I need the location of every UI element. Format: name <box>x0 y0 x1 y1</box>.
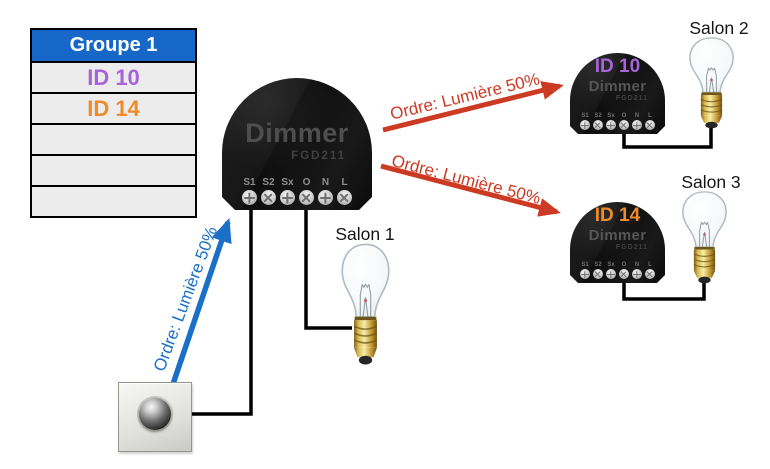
dimmer-brand-label: Dimmer <box>588 77 647 95</box>
terminal-o: O <box>299 177 315 205</box>
terminal-label: S1 <box>243 177 256 188</box>
terminal-o: O <box>619 262 630 279</box>
terminal-label: N <box>634 113 640 119</box>
terminal-label: N <box>321 177 330 188</box>
screw-terminal-icon <box>318 190 333 205</box>
light-bulb-icon <box>688 36 735 130</box>
group-table-row-id10: ID 10 <box>32 61 195 92</box>
terminal-block: S1 S2 Sx O N L <box>222 177 372 205</box>
terminal-label: Sx <box>281 177 294 188</box>
terminal-s1: S1 <box>580 262 591 279</box>
salon-1-label: Salon 1 <box>335 224 395 244</box>
terminal-label: Sx <box>607 113 615 119</box>
module-id-label: ID 10 <box>594 56 641 77</box>
terminal-sx: Sx <box>280 177 296 205</box>
screw-terminal-icon <box>617 267 631 281</box>
terminal-s2: S2 <box>593 113 604 130</box>
command-arrow-main-to-salon3 <box>380 163 561 217</box>
terminal-s2: S2 <box>261 177 277 205</box>
wire-switch-to-main-dimmer <box>192 200 253 416</box>
terminal-s1: S1 <box>580 113 591 130</box>
screw-terminal-icon <box>580 120 590 130</box>
terminal-n: N <box>632 113 643 130</box>
command-arrow-main-to-salon2 <box>382 81 564 133</box>
terminal-sx: Sx <box>606 262 617 279</box>
wire-salon2-dimmer-to-bulb <box>622 126 713 149</box>
terminal-n: N <box>632 262 643 279</box>
screw-terminal-icon <box>632 120 642 130</box>
terminal-l: L <box>645 113 656 130</box>
terminal-label: O <box>621 262 627 268</box>
wire-salon3-dimmer-to-bulb <box>622 275 706 301</box>
terminal-label: S2 <box>262 177 275 188</box>
terminal-label: Sx <box>607 262 615 268</box>
group-table: Groupe 1 ID 10 ID 14 <box>30 28 197 218</box>
terminal-o: O <box>619 113 630 130</box>
salon-3-label: Salon 3 <box>681 172 741 192</box>
terminal-block: S1 S2 Sx O N L <box>570 113 665 130</box>
group-table-row-id14: ID 14 <box>32 92 195 123</box>
terminal-label: S2 <box>594 113 602 119</box>
screw-terminal-icon <box>632 269 642 279</box>
dimmer-module-salon3: ID 14 Dimmer FGD211 S1 S2 Sx O N L <box>570 202 665 283</box>
screw-terminal-icon <box>296 187 317 208</box>
screw-terminal-icon <box>580 269 590 279</box>
screw-terminal-icon <box>334 187 355 208</box>
light-bulb-icon <box>681 190 728 285</box>
terminal-label: S1 <box>581 262 589 268</box>
screw-terminal-icon <box>258 187 279 208</box>
terminal-block: S1 S2 Sx O N L <box>570 262 665 279</box>
wire-main-dimmer-to-salon1-bulb <box>304 200 352 330</box>
screw-terminal-icon <box>606 120 616 130</box>
module-id-label: ID 14 <box>594 205 641 226</box>
screw-terminal-icon <box>591 118 605 132</box>
group-table-row-empty <box>32 185 195 216</box>
terminal-label: O <box>621 113 627 119</box>
terminal-label: S1 <box>581 113 589 119</box>
terminal-n: N <box>318 177 334 205</box>
terminal-l: L <box>337 177 353 205</box>
screw-terminal-icon <box>643 118 657 132</box>
group-table-row-empty <box>32 154 195 185</box>
light-bulb-icon <box>340 243 391 366</box>
terminal-label: S2 <box>594 262 602 268</box>
screw-terminal-icon <box>643 267 657 281</box>
terminal-s1: S1 <box>242 177 258 205</box>
switch-button <box>139 398 171 431</box>
screw-terminal-icon <box>606 269 616 279</box>
dimmer-brand-label: Dimmer <box>588 226 647 244</box>
dimmer-model-label: FGD211 <box>615 243 648 251</box>
dimmer-brand-label: Dimmer <box>245 118 349 148</box>
terminal-label: O <box>302 177 311 188</box>
screw-terminal-icon <box>280 190 295 205</box>
dimmer-module-main: Dimmer FGD211 S1 S2 Sx O N L <box>222 78 372 210</box>
wall-switch <box>118 382 192 452</box>
group-table-header: Groupe 1 <box>32 30 195 61</box>
terminal-l: L <box>645 262 656 279</box>
screw-terminal-icon <box>242 190 257 205</box>
screw-terminal-icon <box>591 267 605 281</box>
terminal-label: L <box>648 113 652 119</box>
dimmer-module-salon2: ID 10 Dimmer FGD211 S1 S2 Sx O N L <box>570 53 665 134</box>
salon-2-label: Salon 2 <box>689 18 749 38</box>
group-table-row-empty <box>32 123 195 154</box>
terminal-sx: Sx <box>606 113 617 130</box>
terminal-label: L <box>341 177 348 188</box>
dimmer-model-label: FGD211 <box>615 94 648 102</box>
dimmer-model-label: FGD211 <box>291 150 346 162</box>
command-arrow-switch-to-main <box>169 217 232 388</box>
terminal-label: L <box>648 262 652 268</box>
terminal-s2: S2 <box>593 262 604 279</box>
screw-terminal-icon <box>617 118 631 132</box>
terminal-label: N <box>634 262 640 268</box>
